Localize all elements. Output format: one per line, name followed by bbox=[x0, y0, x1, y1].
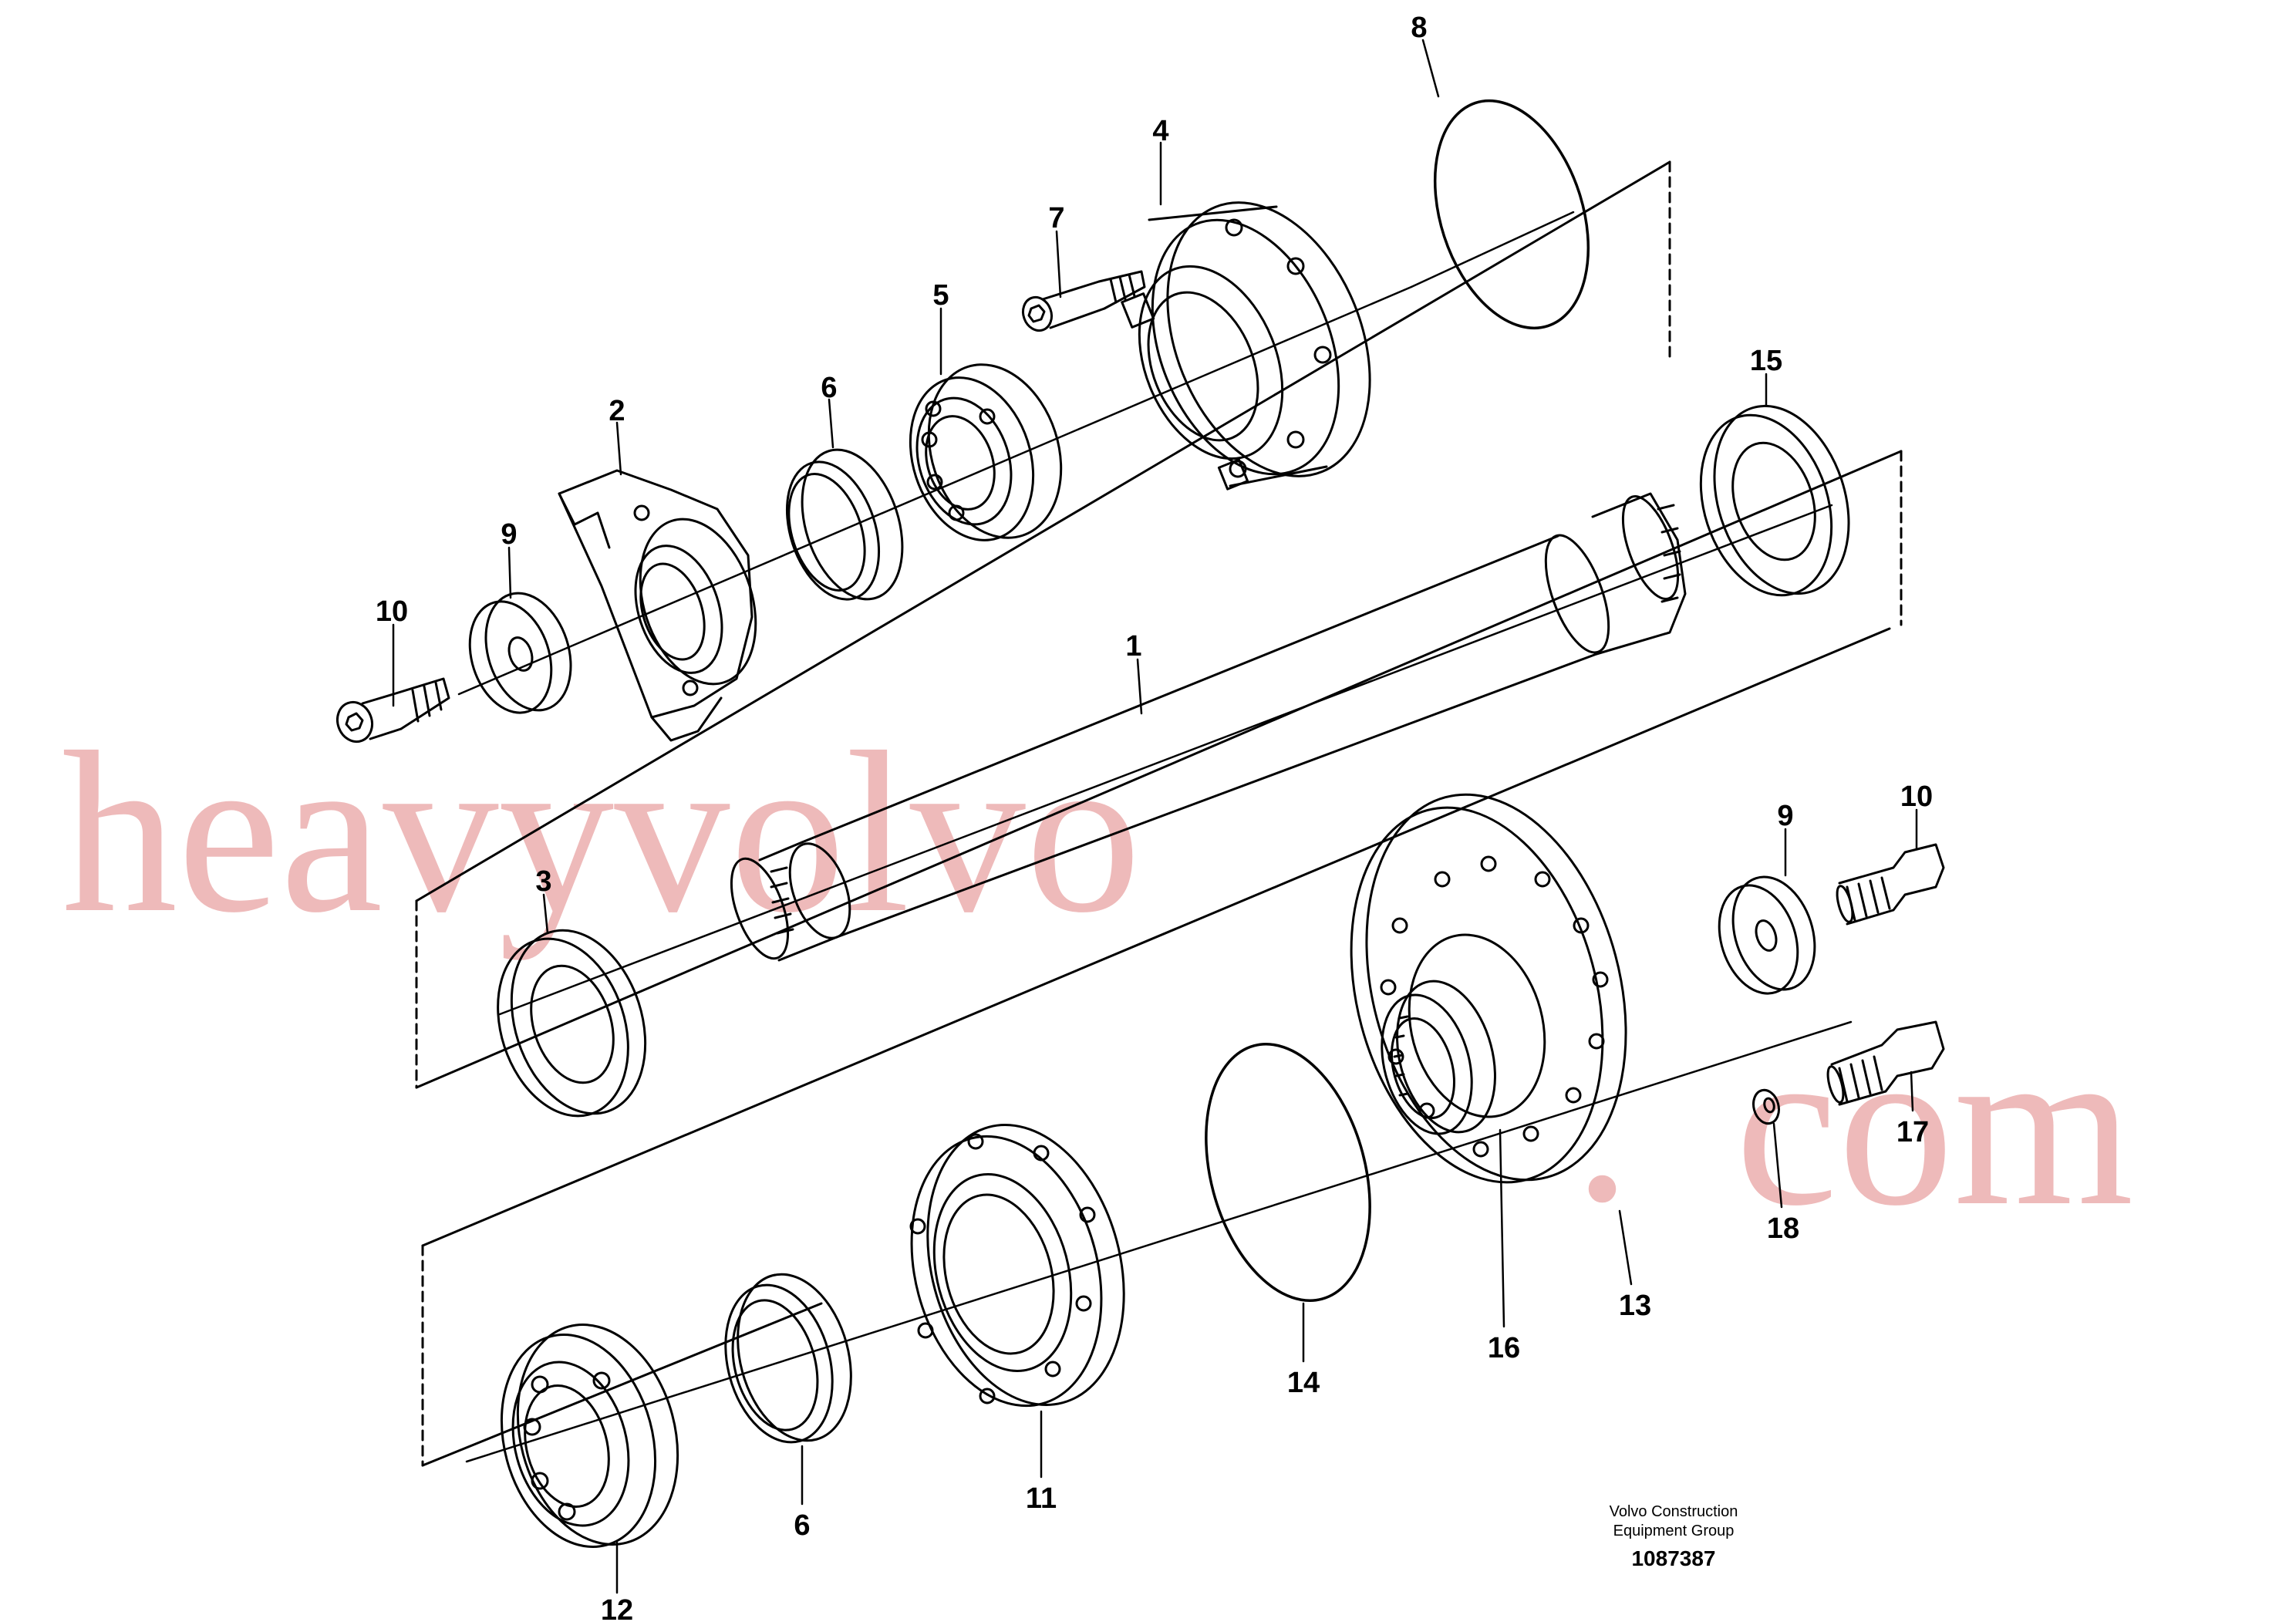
callout-11[interactable]: 11 bbox=[1026, 1482, 1057, 1515]
shaft-1[interactable] bbox=[720, 490, 1690, 966]
washer-18[interactable] bbox=[1750, 1088, 1782, 1127]
callout-12[interactable]: 12 bbox=[601, 1594, 633, 1622]
flange-yoke-2[interactable] bbox=[558, 469, 776, 742]
assembly-boundary-lines bbox=[415, 160, 1903, 1467]
callout-3[interactable]: 3 bbox=[535, 865, 551, 898]
diagram-caption: Volvo Construction Equipment Group 10873… bbox=[1610, 1503, 1738, 1570]
leader-lines bbox=[392, 39, 1918, 1594]
watermark-text-main: heavyvolvo bbox=[62, 704, 1141, 961]
seal-ring-15[interactable] bbox=[1679, 389, 1872, 612]
callout-4[interactable]: 4 bbox=[1152, 115, 1168, 147]
callout-13[interactable]: 13 bbox=[1619, 1290, 1651, 1322]
bearing-housing-4[interactable] bbox=[1112, 173, 1408, 507]
output-flange-13[interactable] bbox=[1312, 765, 1666, 1210]
callout-1[interactable]: 1 bbox=[1125, 630, 1141, 663]
callout-16[interactable]: 16 bbox=[1488, 1332, 1520, 1364]
screw-7[interactable] bbox=[1019, 270, 1146, 335]
o-ring-large-8[interactable] bbox=[1408, 81, 1616, 348]
callout-14[interactable]: 14 bbox=[1287, 1367, 1320, 1399]
watermark: heavyvolvo . com bbox=[62, 704, 2134, 1253]
seal-ring-3[interactable] bbox=[476, 913, 667, 1133]
ball-bearing-12[interactable] bbox=[479, 1307, 701, 1564]
callout-15[interactable]: 15 bbox=[1750, 345, 1782, 377]
callout-9-upper[interactable]: 9 bbox=[501, 518, 517, 551]
bolt-17[interactable] bbox=[1825, 1020, 1945, 1106]
callout-9-lower[interactable]: 9 bbox=[1777, 800, 1793, 832]
callout-6-lower[interactable]: 6 bbox=[794, 1509, 810, 1542]
watermark-text-tld: com bbox=[1735, 997, 2134, 1253]
splined-hub-16[interactable] bbox=[1367, 970, 1511, 1144]
callout-2[interactable]: 2 bbox=[609, 395, 625, 427]
callout-18[interactable]: 18 bbox=[1767, 1212, 1799, 1245]
callout-17[interactable]: 17 bbox=[1896, 1116, 1929, 1148]
callout-labels: 8 4 7 5 6 2 9 10 15 1 3 9 10 17 18 13 16… bbox=[376, 12, 1933, 1622]
callout-7[interactable]: 7 bbox=[1048, 202, 1064, 234]
callout-10-upper[interactable]: 10 bbox=[376, 595, 408, 628]
washer-9-lower[interactable] bbox=[1706, 866, 1829, 1003]
screw-10-lower[interactable] bbox=[1834, 843, 1945, 926]
washer-9-upper[interactable] bbox=[457, 582, 585, 723]
caption-company-line2: Equipment Group bbox=[1613, 1523, 1735, 1539]
bearing-cover-11[interactable] bbox=[883, 1103, 1154, 1428]
seal-ring-6-upper[interactable] bbox=[770, 437, 920, 612]
callout-6-upper[interactable]: 6 bbox=[821, 372, 837, 404]
caption-company-line1: Volvo Construction bbox=[1610, 1503, 1738, 1520]
o-ring-14[interactable] bbox=[1179, 1026, 1396, 1319]
callout-5[interactable]: 5 bbox=[932, 279, 949, 312]
seal-ring-6-lower[interactable] bbox=[709, 1262, 868, 1455]
caption-document-number: 1087387 bbox=[1631, 1546, 1715, 1570]
callout-10-lower[interactable]: 10 bbox=[1900, 781, 1933, 813]
screw-10-upper[interactable] bbox=[332, 677, 450, 747]
callout-8[interactable]: 8 bbox=[1411, 12, 1427, 44]
ball-bearing-5[interactable] bbox=[890, 347, 1082, 556]
